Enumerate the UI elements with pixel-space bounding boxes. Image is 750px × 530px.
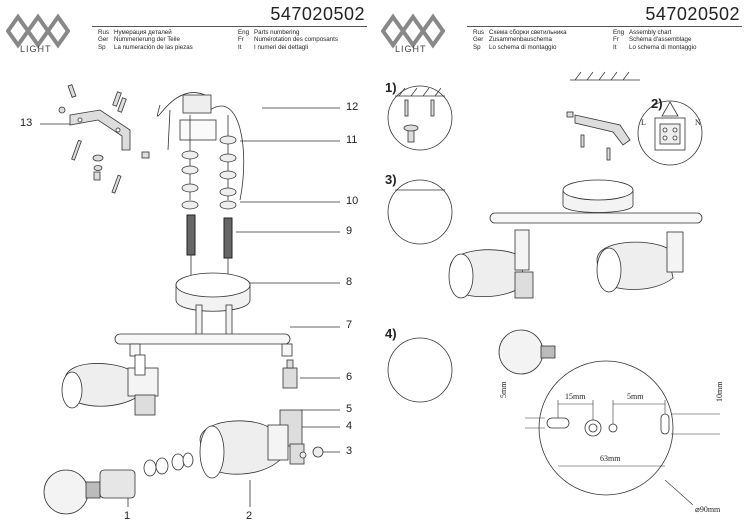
step-label-2: 2) <box>651 96 663 111</box>
wiring-assembly-icon <box>157 92 245 210</box>
dim-5mm-vertical: 5mm <box>499 381 508 398</box>
brand-label: LIGHT <box>395 44 427 54</box>
step4-detail-circle <box>387 337 453 403</box>
canopy-icon <box>175 272 251 336</box>
step-label-3: 3) <box>385 172 397 187</box>
mounting-bar-icon <box>114 333 293 357</box>
wire-label-n: N <box>695 118 701 127</box>
product-code: 547020502 <box>645 4 740 24</box>
mounting-bracket-icon <box>58 84 150 194</box>
part-label-1: 1 <box>124 510 131 522</box>
step1-detail-circle <box>387 85 453 151</box>
lamp-shade-lower-icon <box>199 420 289 479</box>
terminal-block-icon <box>654 101 686 151</box>
part-label-12: 12 <box>346 101 359 113</box>
dim-63mm: 63mm <box>600 454 621 463</box>
assembly-drawing <box>387 71 720 506</box>
dim-15mm: 15mm <box>565 392 586 401</box>
canopy-dimension-diagram <box>538 360 674 496</box>
part-label-10: 10 <box>346 195 359 207</box>
wire-label-l: L <box>641 118 646 127</box>
brand-label: LIGHT <box>20 44 52 54</box>
drill-icon <box>403 99 435 143</box>
part-label-4: 4 <box>346 420 353 432</box>
spring-icon <box>186 214 233 259</box>
bulb-icon <box>498 329 556 375</box>
dim-5mm-horizontal: 5mm <box>627 392 644 401</box>
header-divider <box>467 26 742 27</box>
part-label-11: 11 <box>346 134 358 146</box>
dim-diameter-90mm: ⌀90mm <box>695 505 721 514</box>
part-label-3: 3 <box>346 445 353 457</box>
part-label-5: 5 <box>346 403 353 415</box>
step-label-1: 1) <box>385 80 397 95</box>
part-label-8: 8 <box>346 276 353 288</box>
bracket-mount-icon <box>566 111 631 161</box>
product-code: 547020502 <box>270 4 365 24</box>
lamp-shade-upper-icon <box>61 354 159 416</box>
dim-10mm: 10mm <box>715 381 724 402</box>
lamp-shade-right-icon <box>596 231 684 293</box>
part-label-2: 2 <box>246 510 253 522</box>
brand-logo-icon <box>6 13 70 49</box>
screw-cap-icon <box>299 446 324 459</box>
lamp-shade-left-icon <box>448 229 534 299</box>
step3-detail-circle <box>387 179 453 245</box>
bulb-icon <box>43 469 101 515</box>
canopy-icon <box>562 179 634 213</box>
step-label-4: 4) <box>385 326 397 341</box>
part-label-6: 6 <box>346 371 353 383</box>
brand-logo-icon <box>381 13 445 49</box>
header-divider <box>92 26 367 27</box>
exploded-view-drawing <box>40 84 340 515</box>
part-label-13: 13 <box>20 117 33 129</box>
part-label-7: 7 <box>346 319 353 331</box>
lamp-holder-icon <box>99 452 194 499</box>
part-label-9: 9 <box>346 225 353 237</box>
mounting-bar-icon <box>489 212 703 224</box>
